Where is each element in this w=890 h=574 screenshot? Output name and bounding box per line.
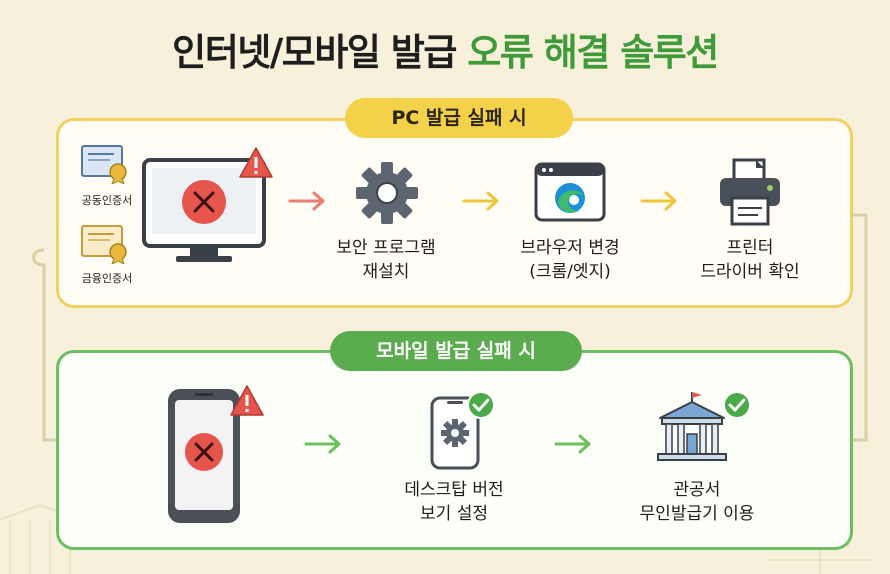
arrow-right-icon — [640, 191, 677, 211]
step-line: (크롬/엣지) — [529, 262, 611, 282]
step-line: 무인발급기 이용 — [639, 504, 755, 524]
gear-icon — [356, 162, 418, 224]
cert-label-financial: 금융인증서 — [81, 272, 133, 285]
mobile-step-desktop-view: 데스크탑 버전 보기 설정 — [384, 478, 524, 526]
page-title: 인터넷/모바일 발급 오류 해결 솔루션 — [0, 22, 890, 76]
certificate-icon — [81, 225, 127, 265]
arrow-right-icon — [554, 434, 591, 454]
title-accent: 오류 해결 솔루션 — [467, 31, 719, 74]
phone-settings-icon — [430, 396, 480, 470]
warning-icon — [230, 385, 264, 416]
check-icon — [723, 391, 751, 419]
cert-label-joint: 공동인증서 — [81, 194, 133, 207]
pc-step-printer: 프린터 드라이버 확인 — [680, 236, 820, 284]
check-icon — [467, 391, 495, 419]
mobile-section-badge: 모바일 발급 실패 시 — [330, 331, 582, 371]
pc-step-browser: 브라우저 변경 (크롬/엣지) — [500, 236, 640, 284]
warning-icon — [239, 147, 273, 178]
step-line: 관공서 — [673, 480, 721, 500]
step-line: 프린터 — [726, 238, 774, 258]
government-building-icon — [657, 392, 727, 461]
step-line: 보기 설정 — [420, 504, 488, 524]
joint-certificate: 공동인증서 — [80, 142, 134, 207]
mobile-step-kiosk: 관공서 무인발급기 이용 — [622, 478, 772, 526]
certificate-icon — [81, 145, 127, 185]
arrow-right-icon — [288, 191, 325, 211]
monitor-error-icon — [142, 158, 266, 262]
arrow-right-icon — [304, 434, 341, 454]
printer-icon — [720, 158, 780, 226]
financial-certificate: 금융인증서 — [80, 222, 134, 285]
step-line: 드라이버 확인 — [700, 262, 800, 282]
step-line: 보안 프로그램 — [336, 238, 436, 258]
pc-section-badge: PC 발급 실패 시 — [345, 98, 573, 138]
title-main: 인터넷/모바일 발급 — [172, 31, 468, 74]
step-line: 브라우저 변경 — [520, 238, 620, 258]
step-line: 재설치 — [362, 262, 410, 282]
arrow-right-icon — [462, 191, 499, 211]
step-line: 데스크탑 버전 — [404, 480, 504, 500]
phone-error-icon — [168, 389, 240, 523]
browser-icon — [534, 162, 606, 222]
pc-step-security: 보안 프로그램 재설치 — [316, 236, 456, 284]
